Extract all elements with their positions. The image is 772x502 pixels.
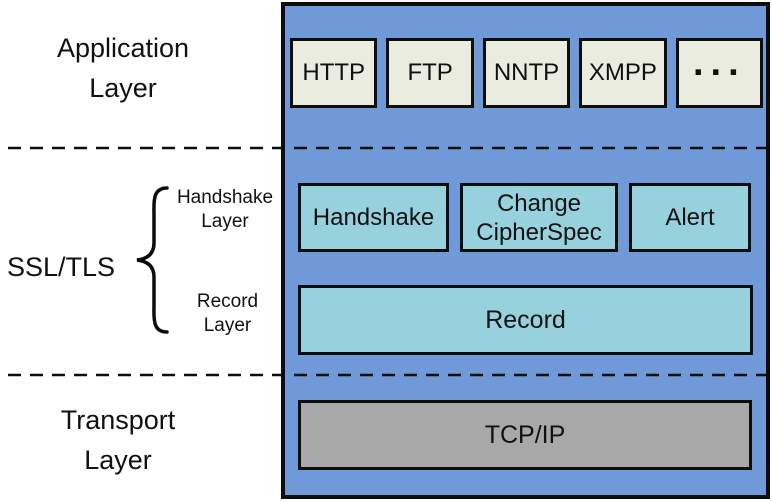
protocol-box-xmpp: XMPP bbox=[579, 38, 667, 108]
handshake-layer-sublabel: Handshake Layer bbox=[168, 186, 282, 234]
protocol-stack-panel: HTTP FTP NNTP XMPP ... Handshake Change … bbox=[281, 2, 770, 499]
change-cipherspec-line1: Change bbox=[496, 189, 582, 217]
handshake-layer-sublabel-line2: Layer bbox=[201, 211, 249, 232]
ellipsis-dots: ... bbox=[692, 41, 746, 84]
handshake-layer-sublabel-line1: Handshake bbox=[176, 187, 274, 208]
record-layer-sublabel: Record Layer bbox=[175, 290, 280, 338]
application-protocols-row: HTTP FTP NNTP XMPP ... bbox=[290, 38, 764, 108]
transport-layer-label: Transport Layer bbox=[18, 400, 218, 480]
protocol-box-http: HTTP bbox=[290, 38, 378, 108]
ssl-handshake-row: Handshake Change CipherSpec Alert bbox=[298, 183, 751, 252]
change-cipherspec-line2: CipherSpec bbox=[476, 218, 602, 246]
application-layer-label: Application Layer bbox=[18, 28, 228, 108]
record-box: Record bbox=[298, 285, 753, 355]
alert-box: Alert bbox=[629, 183, 751, 252]
protocol-box-ellipsis: ... bbox=[675, 38, 764, 108]
application-layer-label-line2: Layer bbox=[89, 73, 157, 103]
record-layer-sublabel-line2: Layer bbox=[203, 315, 252, 336]
transport-layer-label-line1: Transport bbox=[60, 405, 176, 435]
protocol-box-ftp: FTP bbox=[386, 38, 474, 108]
application-layer-label-line1: Application bbox=[56, 33, 190, 63]
record-layer-sublabel-line1: Record bbox=[196, 291, 259, 312]
ssl-tls-label: SSL/TLS bbox=[6, 252, 116, 282]
change-cipherspec-box: Change CipherSpec bbox=[460, 183, 618, 252]
ssl-tls-brace bbox=[136, 186, 169, 334]
protocol-box-nntp: NNTP bbox=[482, 38, 571, 108]
transport-layer-label-line2: Layer bbox=[84, 445, 152, 475]
tcp-ip-box: TCP/IP bbox=[298, 400, 752, 470]
handshake-box: Handshake bbox=[298, 183, 449, 252]
